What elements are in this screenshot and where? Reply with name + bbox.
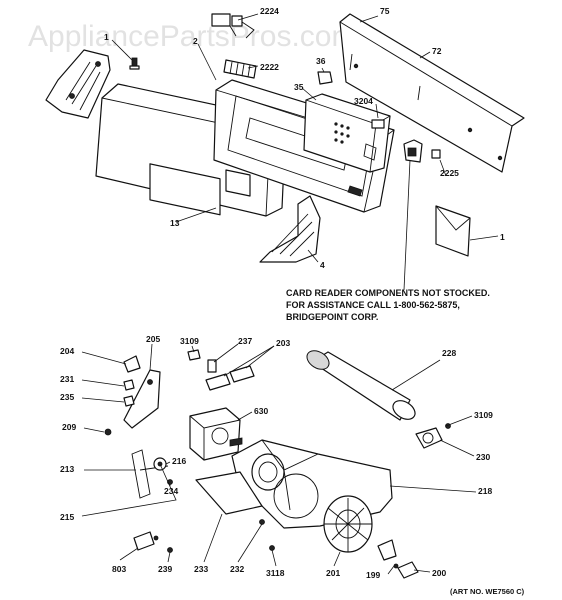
part-35-display-module	[303, 93, 391, 173]
watermark-text: AppliancePartsPros.com	[28, 20, 356, 53]
leader-lines-top	[111, 13, 499, 291]
label-630: 630	[254, 406, 268, 416]
label-228: 228	[442, 348, 456, 358]
part-3109-bolt	[187, 349, 201, 361]
part-2222-connector	[223, 59, 257, 79]
label-218: 218	[478, 486, 492, 496]
leader-lines-bottom	[81, 343, 477, 575]
part-230-idler	[415, 423, 451, 449]
label-1a: 1	[104, 32, 109, 42]
label-2225: 2225	[440, 168, 459, 178]
label-205: 205	[146, 334, 160, 344]
label-3109a: 3109	[180, 336, 199, 346]
label-3204: 3204	[354, 96, 373, 106]
part-3118-screw	[269, 545, 275, 551]
part-36-knob	[317, 71, 333, 85]
note-line-1: CARD READER COMPONENTS NOT STOCKED.	[286, 288, 490, 298]
label-239: 239	[158, 564, 172, 574]
label-13: 13	[170, 218, 180, 228]
label-1b: 1	[500, 232, 505, 242]
label-235: 235	[60, 392, 74, 402]
label-3109b: 3109	[474, 410, 493, 420]
part-213-bracket	[131, 449, 169, 499]
part-233-base-plate	[195, 471, 263, 515]
label-72: 72	[432, 46, 442, 56]
label-803: 803	[112, 564, 126, 574]
label-2: 2	[193, 36, 198, 46]
part-2224-harness	[211, 13, 255, 39]
part-1-screw	[129, 57, 140, 70]
label-213: 213	[60, 464, 74, 474]
label-231: 231	[60, 374, 74, 384]
part-1-end-bracket	[45, 49, 111, 119]
label-201: 201	[326, 568, 340, 578]
part-239-screw	[167, 547, 173, 553]
part-228-duct	[306, 350, 416, 421]
part-3204-clip	[371, 119, 385, 129]
label-203: 203	[276, 338, 290, 348]
part-1-label-sheet	[435, 205, 471, 257]
label-75: 75	[380, 6, 390, 16]
part-209-screw	[104, 428, 112, 436]
label-209: 209	[62, 422, 76, 432]
label-237: 237	[238, 336, 252, 346]
note-line-2: FOR ASSISTANCE CALL 1-800-562-5875,	[286, 300, 460, 310]
label-35: 35	[294, 82, 304, 92]
label-233: 233	[194, 564, 208, 574]
label-230: 230	[476, 452, 490, 462]
label-2222: 2222	[260, 62, 279, 72]
label-216: 216	[172, 456, 186, 466]
part-204-clip	[123, 355, 141, 373]
label-204: 204	[60, 346, 74, 356]
part-232-screw	[259, 519, 265, 525]
label-232: 232	[230, 564, 244, 574]
label-200: 200	[432, 568, 446, 578]
art-number: (ART NO. WE7560 C)	[450, 587, 525, 596]
note-line-3: BRIDGEPOINT CORP.	[286, 312, 378, 322]
label-3118: 3118	[266, 568, 285, 578]
part-237-screw	[207, 359, 217, 373]
part-205-bracket	[123, 369, 161, 429]
label-4: 4	[320, 260, 325, 270]
label-234: 234	[164, 486, 178, 496]
label-199: 199	[366, 570, 380, 580]
part-201-blower-wheel	[323, 495, 373, 553]
card-reader	[403, 139, 441, 163]
part-203-clips	[205, 365, 255, 391]
part-803-part	[133, 531, 159, 551]
label-215: 215	[60, 512, 74, 522]
part-630-motor	[189, 407, 243, 461]
part-4-end-bracket	[259, 195, 321, 263]
label-36: 36	[316, 56, 326, 66]
part-72-back-panel	[339, 13, 525, 173]
part-200-clamp	[377, 539, 419, 579]
label-2224: 2224	[260, 6, 279, 16]
